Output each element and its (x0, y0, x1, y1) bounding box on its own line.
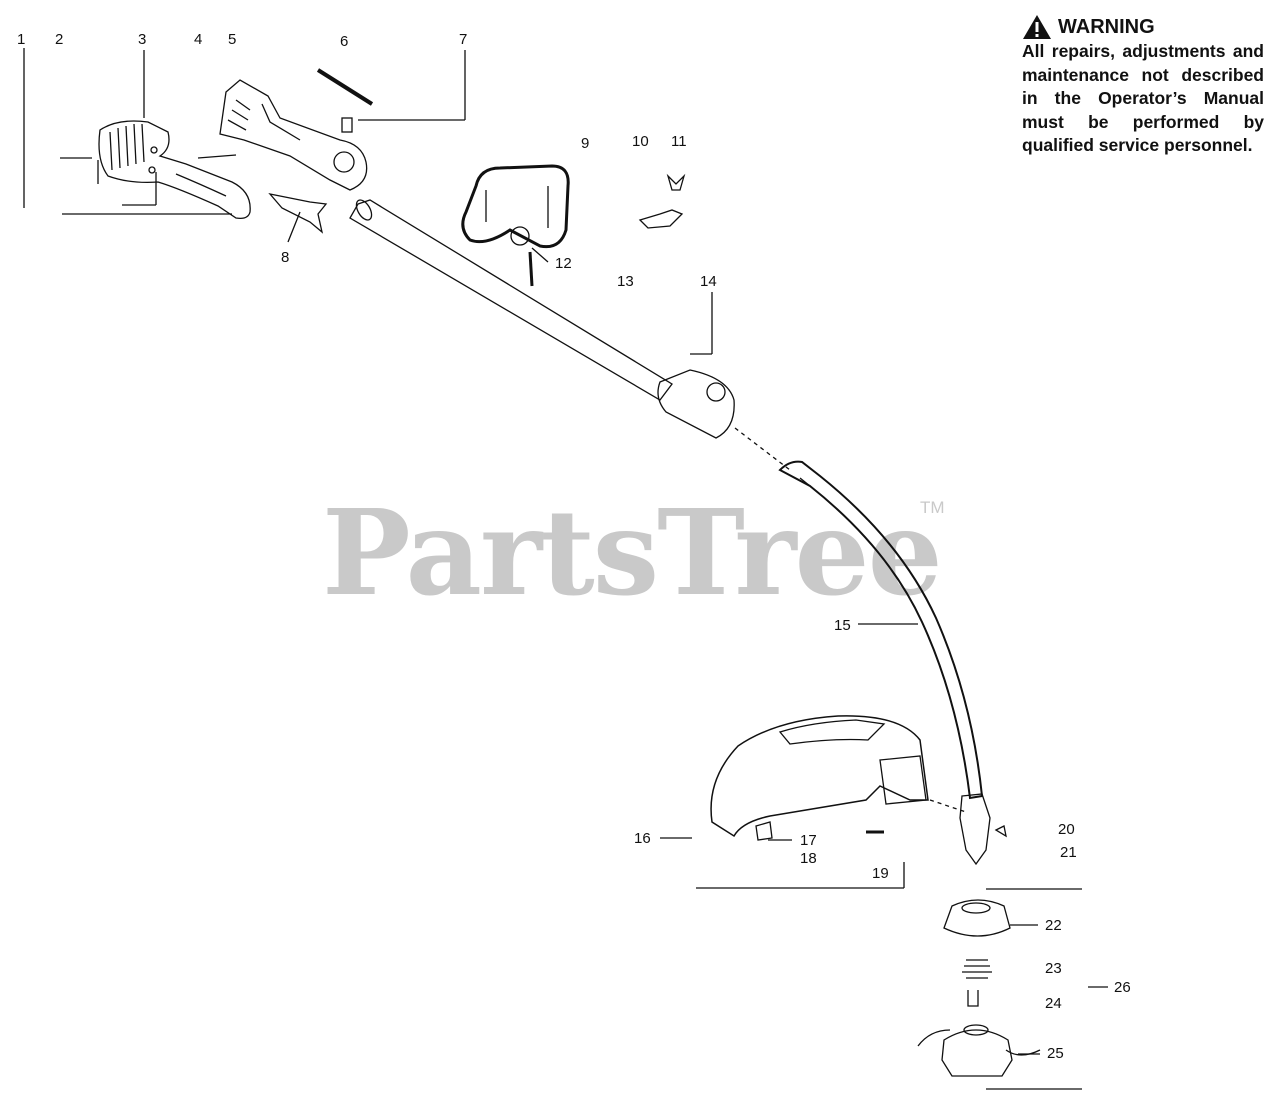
spool-head-hub (963, 1024, 989, 1036)
callout-5: 5 (228, 31, 237, 48)
callout-11: 11 (671, 133, 687, 150)
spring-part-6 (316, 68, 374, 106)
housing-part-3 (98, 120, 251, 220)
callout-25: 25 (1047, 1045, 1064, 1062)
upper-shaft (349, 199, 673, 401)
leader-12 (531, 247, 549, 263)
switch-part-7 (341, 117, 353, 133)
callout-10: 10 (632, 133, 649, 150)
spool-cover-hub (961, 902, 991, 914)
shield-mount (879, 755, 927, 805)
callout-14: 14 (700, 273, 717, 290)
assist-handle-clamp (510, 226, 530, 246)
shield-part-16 (710, 715, 929, 838)
spool-head-part-25 (941, 1029, 1013, 1077)
callout-3: 3 (138, 31, 147, 48)
trigger-part-8 (268, 192, 328, 234)
callout-16: 16 (634, 830, 651, 847)
lower-shaft-joint (799, 477, 811, 487)
assist-handle-part-9 (461, 164, 570, 249)
warning-notice: WARNING All repairs, adjustments and mai… (1022, 14, 1264, 158)
watermark-tm: TM (920, 498, 945, 517)
housing-hole (150, 146, 158, 154)
lower-shaft-part-15 (778, 460, 984, 800)
callout-19: 19 (872, 865, 889, 882)
screw-part-12 (528, 251, 534, 287)
callout-9: 9 (581, 135, 590, 152)
leader-5 (197, 154, 237, 159)
leader-8 (287, 211, 301, 243)
callout-22: 22 (1045, 917, 1062, 934)
callout-17: 17 (800, 832, 817, 849)
callout-24: 24 (1045, 995, 1062, 1012)
callout-4: 4 (194, 31, 203, 48)
watermark-text: PartsTree (322, 483, 943, 622)
housing-grip (175, 173, 227, 197)
callout-13: 13 (617, 273, 634, 290)
callout-6: 6 (340, 33, 349, 50)
coupler-knob (706, 382, 726, 402)
handle-part-5 (219, 79, 368, 191)
warning-title: WARNING (1058, 16, 1155, 38)
shaft-end (355, 199, 373, 221)
warning-heading: WARNING (1022, 14, 1264, 40)
callout-7: 7 (459, 31, 468, 48)
trimmer-line (917, 1029, 1041, 1056)
handle-ribs (227, 99, 301, 141)
fitting-part-21 (994, 825, 1007, 838)
clip-part-24 (967, 990, 979, 1007)
callout-21: 21 (1060, 844, 1077, 861)
shaft-coupler (657, 369, 735, 439)
shield-window (778, 719, 886, 745)
handle-boss (333, 151, 355, 173)
callout-1: 1 (17, 31, 26, 48)
spool-cover-part-22 (943, 899, 1011, 937)
callout-15: 15 (834, 617, 851, 634)
callout-18: 18 (800, 850, 817, 867)
knob-part-17 (755, 821, 773, 841)
shield-centerline (929, 799, 967, 813)
warning-body: All repairs, adjustments and maintenance… (1022, 41, 1264, 155)
callout-12: 12 (555, 255, 572, 272)
wingnut-part-11 (666, 173, 686, 191)
coupler-centerline (734, 427, 791, 471)
callout-23: 23 (1045, 960, 1062, 977)
warning-triangle-icon (1023, 15, 1051, 39)
assist-handle-inner (485, 186, 549, 228)
callout-26: 26 (1114, 979, 1131, 996)
callout-8: 8 (281, 249, 290, 266)
housing-hole-2 (148, 166, 156, 174)
housing-fins (109, 123, 145, 171)
callout-20: 20 (1058, 821, 1075, 838)
bracket-part-10 (638, 209, 684, 229)
gearbox-part-20 (959, 793, 991, 866)
callout-2: 2 (55, 31, 64, 48)
spring-part-23 (962, 959, 992, 979)
